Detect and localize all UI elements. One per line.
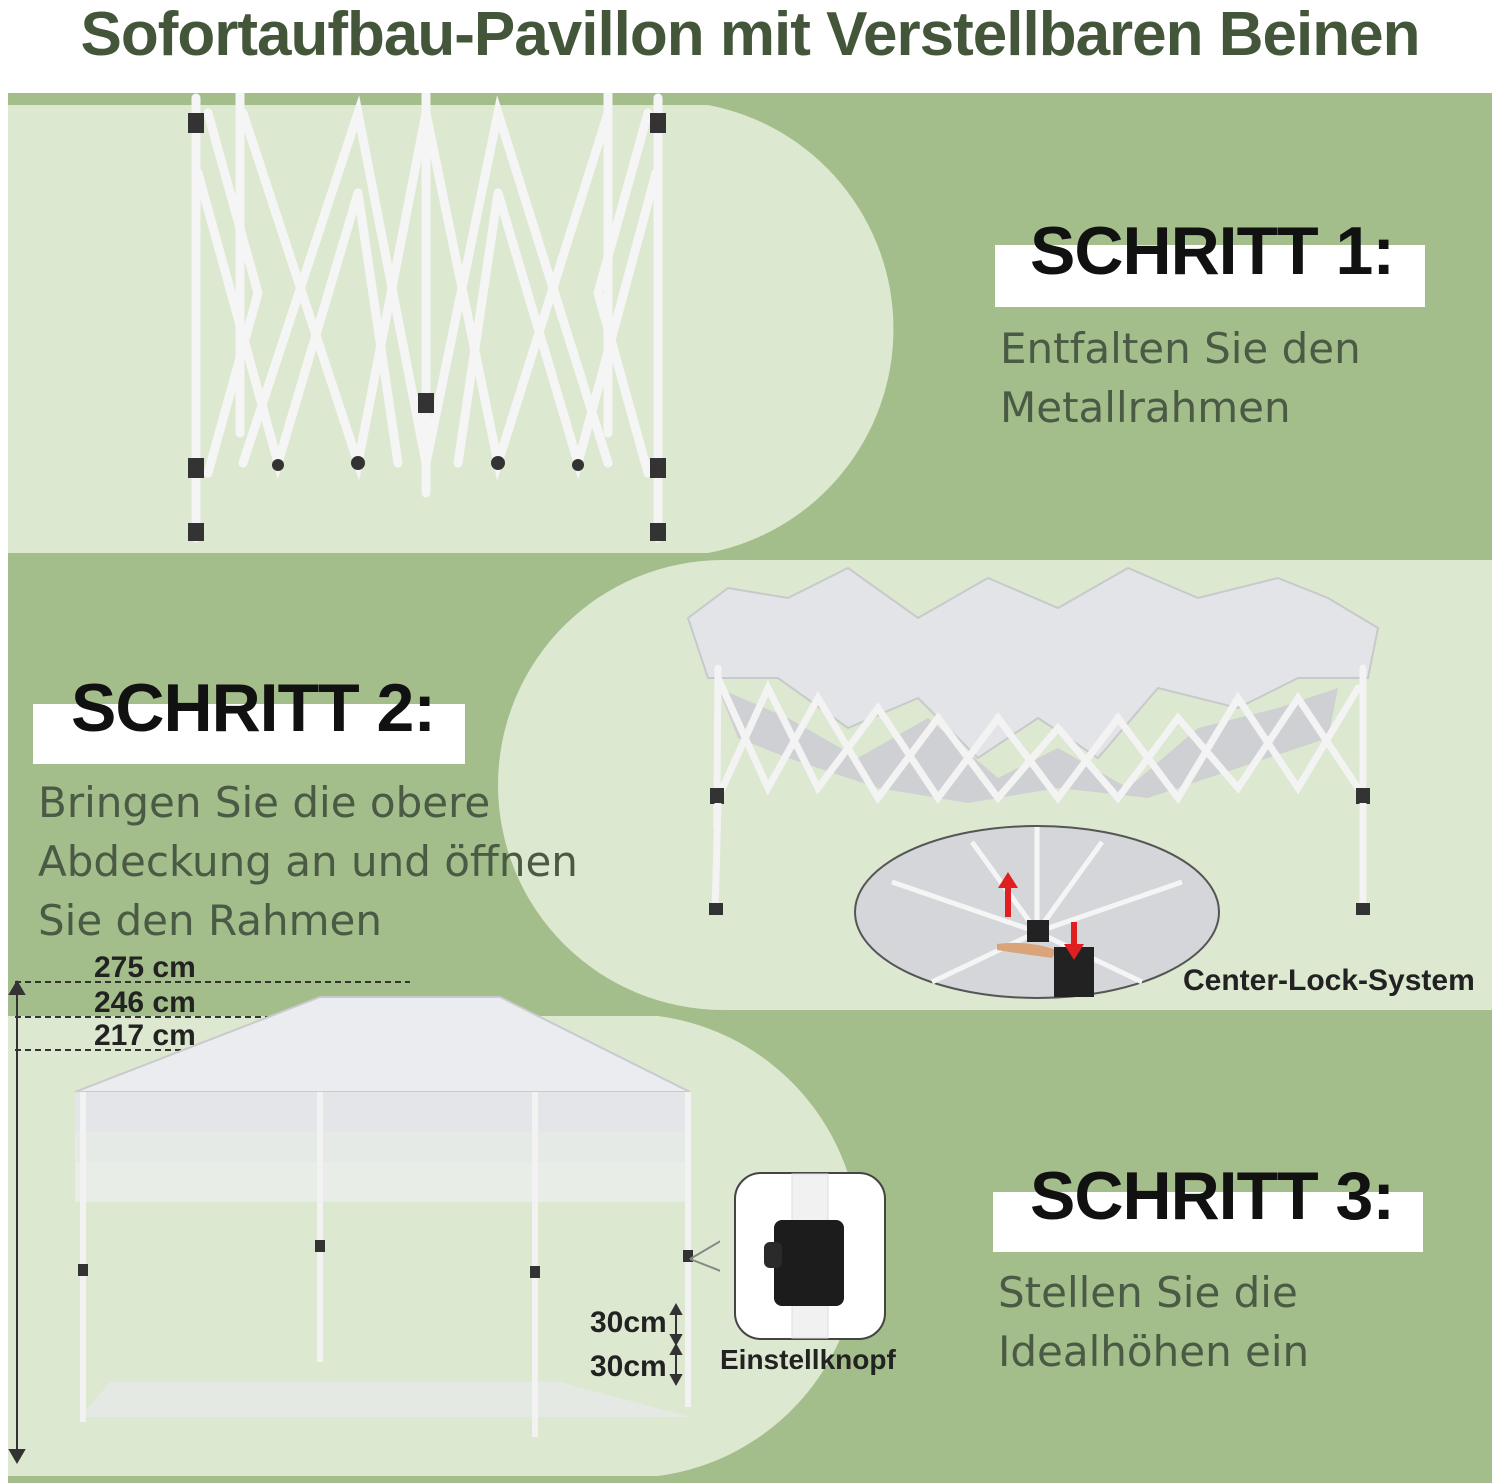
center-lock-label: Center-Lock-System [1183, 964, 1475, 997]
step-3-heading-box [993, 1192, 1423, 1252]
step-3-description: Stellen Sie die Idealhöhen ein [998, 1264, 1309, 1382]
increment-label-upper: 30cm [590, 1306, 667, 1339]
page-title: Sofortaufbau-Pavillon mit Verstellbaren … [80, 0, 1421, 69]
step-1-description-line: Entfalten Sie den [1000, 324, 1361, 373]
canopy-leg-left [709, 803, 723, 915]
step-2-panel: Center-Lock-System SCHRITT 2: Bringen Si… [8, 558, 1492, 1010]
height-label-246: 246 cm [94, 986, 196, 1019]
gazebo-illustration [8, 980, 720, 1464]
step-2-description-line: Sie den Rahmen [38, 895, 382, 945]
step-2-description: Bringen Sie die obere Abdeckung an und ö… [38, 774, 578, 950]
step-3-description-line: Idealhöhen ein [998, 1326, 1310, 1376]
increment-label-lower: 30cm [590, 1350, 667, 1383]
canopy-leg-right [1356, 803, 1370, 915]
knob-label: Einstellknopf [720, 1344, 896, 1375]
step-3-description-line: Stellen Sie die [998, 1268, 1298, 1317]
step-1-description-line: Metallrahmen [1000, 382, 1291, 432]
height-label-275: 275 cm [94, 951, 196, 984]
down-arrow-icon [1064, 922, 1084, 960]
step-1-panel: SCHRITT 1: Entfalten Sie den Metallrahme… [8, 93, 1492, 558]
up-arrow-icon [998, 872, 1018, 917]
canopy-illustration [686, 566, 1380, 828]
center-lock-detail [854, 825, 1220, 999]
step-2-description-line: Abdeckung an und öffnen [38, 836, 578, 886]
step-3-heading: SCHRITT 3: [1030, 1158, 1395, 1234]
step-1-heading: SCHRITT 1: [1030, 213, 1395, 289]
frame-illustration [188, 93, 666, 543]
step-1-description: Entfalten Sie den Metallrahmen [1000, 320, 1361, 438]
step-2-heading: SCHRITT 2: [71, 670, 436, 746]
knob-detail [734, 1172, 886, 1340]
height-label-217: 217 cm [94, 1019, 196, 1052]
step-2-heading-box [33, 704, 465, 764]
step-1-heading-box [995, 245, 1425, 307]
step-2-description-line: Bringen Sie die obere [38, 778, 491, 827]
